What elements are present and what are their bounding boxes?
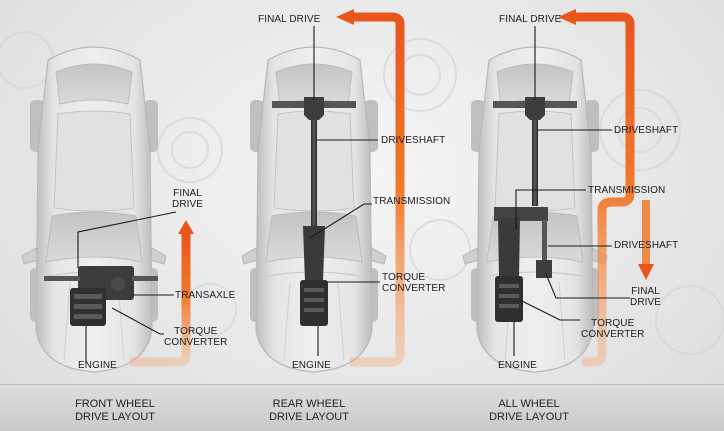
rwd-drivetrain — [272, 97, 356, 326]
rwd-driveshaft-label: DRIVESHAFT — [381, 135, 446, 146]
awd-driveshaft-top-label: DRIVESHAFT — [614, 125, 679, 136]
fwd-power-flow-arrow — [130, 220, 194, 367]
fwd-transaxle-label: TRANSAXLE — [175, 290, 236, 301]
leader-lines — [77, 26, 630, 364]
awd-driveshaft-front-label: DRIVESHAFT — [614, 240, 679, 251]
awd-drivetrain — [493, 97, 577, 322]
awd-caption: ALL WHEEL DRIVE LAYOUT — [489, 398, 569, 423]
awd-final-drive-label: FINAL DRIVE — [499, 14, 562, 25]
fwd-drivetrain — [44, 266, 158, 326]
awd-transmission-label: TRANSMISSION — [588, 185, 666, 196]
awd-rear-power-flow-arrow — [558, 9, 635, 367]
rwd-final-drive-label: FINAL DRIVE — [258, 14, 321, 25]
rwd-caption: REAR WHEEL DRIVE LAYOUT — [269, 398, 349, 423]
rwd-power-flow-arrow — [336, 9, 405, 367]
awd-torque-converter-label: TORQUE CONVERTER — [581, 318, 645, 340]
fwd-final-drive-label: FINAL DRIVE — [172, 188, 204, 210]
rwd-transmission-label: TRANSMISSION — [373, 196, 451, 207]
awd-engine-label: ENGINE — [498, 360, 537, 371]
awd-final-drive-front-label: FINAL DRIVE — [630, 286, 662, 308]
awd-front-power-flow-arrow — [638, 200, 654, 280]
fwd-torque-converter-label: TORQUE CONVERTER — [164, 326, 228, 348]
rwd-engine-label: ENGINE — [292, 360, 331, 371]
caption-bar — [0, 384, 724, 431]
fwd-engine-label: ENGINE — [78, 360, 117, 371]
rwd-torque-converter-label: TORQUE CONVERTER — [382, 272, 446, 294]
fwd-caption: FRONT WHEEL DRIVE LAYOUT — [75, 398, 155, 423]
